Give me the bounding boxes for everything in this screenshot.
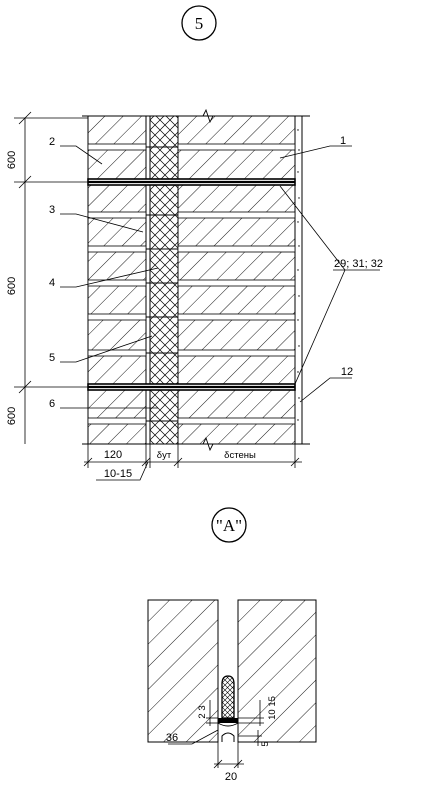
figure-number-circle: [181, 5, 217, 41]
break-lines: [82, 108, 310, 452]
dim-spacing-bottom: 600: [6, 407, 18, 425]
detail-dim-20: 20: [225, 771, 237, 783]
joint-face-curve: [217, 722, 239, 727]
detail-a: [147, 599, 317, 743]
callout-3: 3: [49, 204, 55, 216]
callout-5: 5: [49, 352, 55, 364]
detail-title-circle: [211, 507, 247, 543]
figure-number-badge: 5: [181, 5, 217, 41]
figure-number: 5: [195, 14, 204, 33]
callout-1: 1: [340, 135, 346, 147]
mortar-joints: [87, 143, 296, 425]
wall-ties: [146, 146, 178, 422]
callout-6: 6: [49, 398, 55, 410]
interior-plaster: [294, 115, 303, 445]
callout-29-31-32: 29; 31; 32: [334, 258, 383, 270]
plaster-dots: [297, 129, 300, 421]
dim-facing-width: 120: [104, 449, 122, 461]
callout-2: 2: [49, 136, 55, 148]
dim-insulation-width: δут: [157, 450, 172, 461]
dim-wall-width: δстены: [224, 450, 256, 461]
wall-section: [82, 108, 310, 452]
detail-dimensions: [168, 700, 264, 769]
callout-12: 12: [341, 366, 353, 378]
left-dimensions: [14, 111, 88, 444]
dim-spacing-mid: 600: [6, 277, 18, 295]
detail-title-badge: "A": [211, 507, 247, 543]
detail-title: "A": [216, 516, 242, 535]
sealant-gasket: [221, 675, 235, 719]
bottom-dimensions: [83, 444, 302, 481]
callout-4: 4: [49, 277, 55, 289]
insulation-layer: [149, 115, 179, 445]
joint-face-recess: [221, 732, 235, 742]
sealant-backer: [218, 718, 238, 723]
detail-dim-10-15: 10 15: [267, 696, 278, 720]
detail-dim-5: 5: [260, 741, 271, 746]
dim-gap-width: 10-15: [104, 468, 132, 480]
detail-dim-2-3: 2 3: [197, 705, 208, 718]
detail-callout-36: 36: [166, 732, 178, 744]
detail-left-brick: [147, 599, 219, 743]
callout-leaders: [60, 145, 380, 409]
reinforcement-meshes: [87, 178, 296, 391]
dim-spacing-top: 600: [6, 151, 18, 169]
